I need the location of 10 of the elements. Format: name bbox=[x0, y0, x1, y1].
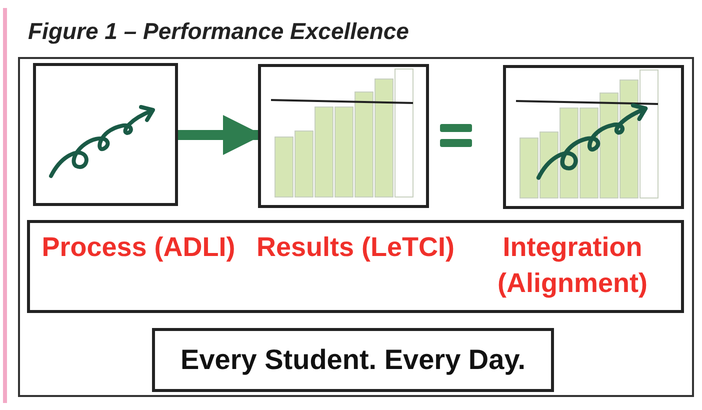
picture bbox=[503, 65, 684, 209]
motto-text: Every Student. Every Day. bbox=[180, 344, 526, 376]
figure-title: Figure 1 – Performance Excellence bbox=[28, 18, 409, 45]
category-label: Process (ADLI) bbox=[40, 231, 236, 264]
motto-box bbox=[152, 328, 554, 392]
category-label: Results (LeTCI) bbox=[256, 231, 456, 264]
label-band bbox=[27, 220, 684, 313]
picture bbox=[258, 64, 429, 208]
picture bbox=[33, 63, 178, 206]
category-label: Integration (Alignment) bbox=[496, 231, 648, 300]
